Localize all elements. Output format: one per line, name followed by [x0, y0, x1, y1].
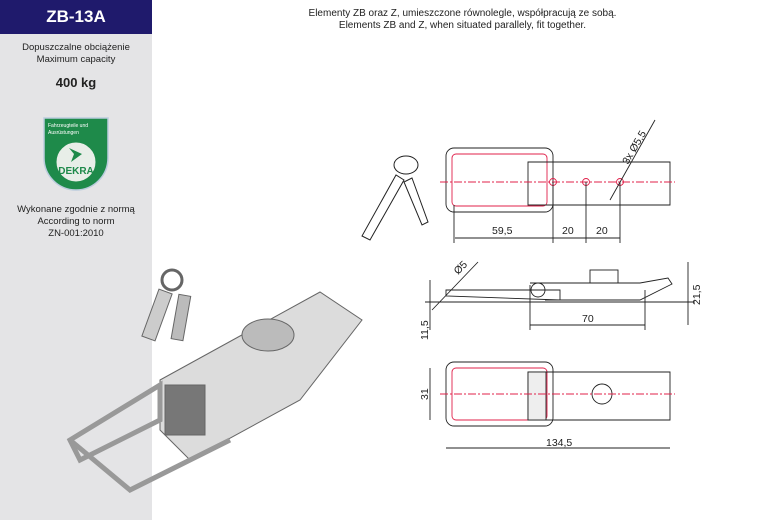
capacity-label-en: Maximum capacity	[36, 54, 116, 65]
dim-21-5: 21,5	[691, 284, 703, 305]
product-code: ZB-13A	[0, 0, 152, 34]
dim-70: 70	[582, 313, 594, 325]
header-note-pl: Elementy ZB oraz Z, umieszczone równoleg…	[308, 8, 617, 19]
bottom-view	[429, 361, 675, 449]
dim-59-5: 59,5	[492, 225, 513, 237]
dim-31: 31	[419, 388, 431, 400]
dim-holes: 3x Ø5,5	[620, 129, 649, 167]
norm-label-en: According to norm	[37, 216, 115, 227]
svg-text:Ausrüstungen: Ausrüstungen	[48, 130, 79, 136]
sidebar	[0, 0, 152, 520]
side-view	[425, 261, 695, 330]
dim-11-5: 11,5	[419, 320, 431, 340]
dim-20-a: 20	[562, 225, 574, 237]
header-note-en: Elements ZB and Z, when situated paralle…	[338, 20, 587, 31]
product-photo	[66, 268, 363, 493]
header-note: Elementy ZB oraz Z, umieszczone równoleg…	[152, 8, 773, 32]
capacity-value: 400 kg	[55, 75, 97, 90]
badge-top-text: Fahrzeugteile und	[48, 123, 88, 129]
norm-label-pl: Wykonane zgodnie z normą	[17, 204, 135, 215]
top-view	[440, 119, 675, 243]
dim-134-5: 134,5	[546, 437, 572, 449]
dim-pin: Ø5	[452, 259, 471, 278]
badge-brand: DEKRA	[58, 166, 94, 177]
keys-illustration	[361, 155, 429, 241]
dekra-certification-badge: Fahrzeugteile und Ausrüstungen DEKRA	[43, 117, 109, 191]
dim-20-b: 20	[596, 225, 608, 237]
capacity-label-pl: Dopuszczalne obciążenie	[22, 42, 130, 53]
norm-value: ZN-001:2010	[48, 228, 104, 239]
